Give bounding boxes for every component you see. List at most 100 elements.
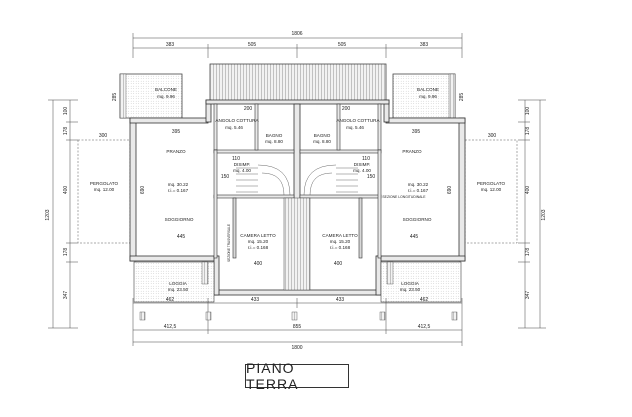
dim-left-seg-2: 178: [63, 127, 69, 136]
pranzo-left-name: PRANZO: [166, 149, 186, 154]
dim-bottom-row-2: 433: [251, 297, 260, 303]
balcone-right-area-text: mq. 9.96: [419, 94, 437, 99]
dim-balcony-height-left: 285: [112, 93, 118, 102]
dim-top-seg-2: 505: [248, 42, 257, 48]
pergolato-right-name: PERGOLATO: [477, 181, 506, 186]
dim-pergolato-left: 300: [99, 133, 108, 139]
loggia-left-area: [133, 261, 215, 303]
pergolato-right: [464, 139, 518, 244]
party-wall-hatch: [283, 197, 311, 291]
balcone-left-area-text: mq. 9.96: [157, 94, 175, 99]
right-dimension-lines: [518, 99, 546, 329]
dim-inner-110-right: 110: [362, 156, 370, 162]
camera-left-area-text: mq. 15.20: [248, 239, 269, 244]
dim-inner-690-right: 690: [447, 186, 453, 195]
soggiorno-right-name: SOGGIORNO: [403, 217, 432, 222]
dim-right-seg-5: 347: [525, 291, 531, 300]
loggia-right-name: LOGGIA: [401, 281, 420, 286]
dim-top-seg-3: 505: [338, 42, 347, 48]
dim-bottom-row-1: 462: [166, 297, 175, 303]
bagno-right-area-text: mq. 8.80: [313, 139, 331, 144]
dim-top-seg-1: 383: [166, 42, 175, 48]
dim-inner-200-right: 200: [342, 106, 351, 112]
dim-inner-445-left: 445: [177, 234, 186, 240]
dim-bottom-seg-3: 412,5: [418, 324, 431, 330]
loggia-right-area: [380, 261, 462, 303]
balcone-left-hatch-strip: [119, 73, 127, 119]
pranzo-right-area-text: mq. 30.22: [408, 182, 429, 187]
dim-inner-690-left: 690: [140, 186, 146, 195]
dim-right-seg-4: 178: [525, 248, 531, 257]
dim-left-seg-4: 178: [63, 248, 69, 257]
bagno-right-name: BAGNO: [314, 133, 331, 138]
angolo-left-area-text: mq. 5.46: [225, 125, 243, 130]
dim-bottom-row-3: 433: [336, 297, 345, 303]
left-dimension-lines: [48, 99, 78, 329]
camera-left-ratio: r.i.= 0.168: [248, 245, 269, 250]
soggiorno-left-name: SOGGIORNO: [165, 217, 194, 222]
dim-right-seg-1: 100: [525, 107, 531, 116]
dim-balcony-height-right: 285: [459, 93, 465, 102]
dim-left-total: 1203: [45, 209, 51, 220]
bagno-left-name: BAGNO: [266, 133, 283, 138]
dim-left-seg-1: 100: [63, 107, 69, 116]
angolo-right-name: ANGOLO COTTURA: [336, 118, 380, 123]
dim-inner-110-left: 110: [232, 156, 240, 162]
loggia-right-column: [386, 261, 394, 285]
loggia-right-area-text: mq. 23.50: [400, 287, 421, 292]
balcone-left-name: BALCONE: [155, 87, 177, 92]
pranzo-right-name: PRANZO: [402, 149, 422, 154]
dim-inner-400-right: 400: [334, 261, 343, 267]
camera-right-area-text: mq. 15.20: [330, 239, 351, 244]
dim-top-total: 1806: [291, 31, 302, 37]
loggia-left-name: LOGGIA: [169, 281, 188, 286]
dim-right-seg-2: 178: [525, 127, 531, 136]
pranzo-left-ratio: r.i.= 0.167: [168, 188, 189, 193]
stair-left: [236, 164, 291, 196]
pergolato-left-name: PERGOLATO: [90, 181, 119, 186]
dim-inner-150-left: 150: [221, 174, 230, 180]
pranzo-right-ratio: r.i.= 0.167: [408, 188, 429, 193]
sezione-longitudinale-label: SEZIONE LONGITUDINALE: [382, 195, 426, 199]
pergolato-left-area-text: mq. 12.00: [94, 187, 115, 192]
loggia-left-area-text: mq. 23.50: [168, 287, 189, 292]
dim-bottom-seg-1: 412,5: [164, 324, 177, 330]
dim-inner-395-right: 395: [412, 129, 421, 135]
angolo-left-name: ANGOLO COTTURA: [215, 118, 259, 123]
plan-title: PIANO TERRA: [246, 360, 299, 392]
roof-hatch-center: [209, 63, 387, 102]
dim-inner-200-left: 200: [244, 106, 253, 112]
disimp-right-name: DISIMP.: [354, 162, 371, 167]
dim-left-seg-3: 400: [63, 186, 69, 195]
dim-right-total: 1203: [541, 209, 547, 220]
dim-inner-400-left: 400: [254, 261, 263, 267]
balcone-right-area: [392, 73, 456, 119]
loggia-left-column: [201, 261, 209, 285]
dim-bottom-total: 1800: [291, 345, 302, 351]
pranzo-left-area-text: mq. 30.22: [168, 182, 189, 187]
dim-top-seg-4: 383: [420, 42, 429, 48]
plan-title-box: PIANO TERRA: [245, 360, 349, 392]
balcone-right-name: BALCONE: [417, 87, 439, 92]
dim-bottom-seg-2: 855: [293, 324, 302, 330]
sezione-trasversale-label: SEZIONE TRASVERSALE: [227, 224, 231, 262]
dim-inner-395-left: 395: [172, 129, 181, 135]
bottom-dimension-lines: [132, 298, 463, 346]
pergolato-right-area-text: mq. 12.00: [481, 187, 502, 192]
angolo-right-area-text: mq. 5.46: [346, 125, 364, 130]
dim-pergolato-right: 300: [488, 133, 497, 139]
stair-right: [303, 164, 358, 196]
camera-right-ratio: r.i.= 0.168: [330, 245, 351, 250]
bottom-columns: [139, 311, 458, 321]
dim-inner-445-right: 445: [410, 234, 419, 240]
dim-bottom-row-4: 462: [420, 297, 429, 303]
disimp-right-area-text: mq. 4.00: [353, 168, 371, 173]
camera-left-name: CAMERA LETTO: [240, 233, 276, 238]
dim-inner-150-right: 150: [367, 174, 376, 180]
dim-left-seg-5: 347: [63, 291, 69, 300]
disimp-left-area-text: mq. 4.00: [233, 168, 251, 173]
dim-right-seg-3: 400: [525, 186, 531, 195]
top-dimension-lines: [132, 33, 463, 58]
disimp-left-name: DISIMP.: [234, 162, 251, 167]
